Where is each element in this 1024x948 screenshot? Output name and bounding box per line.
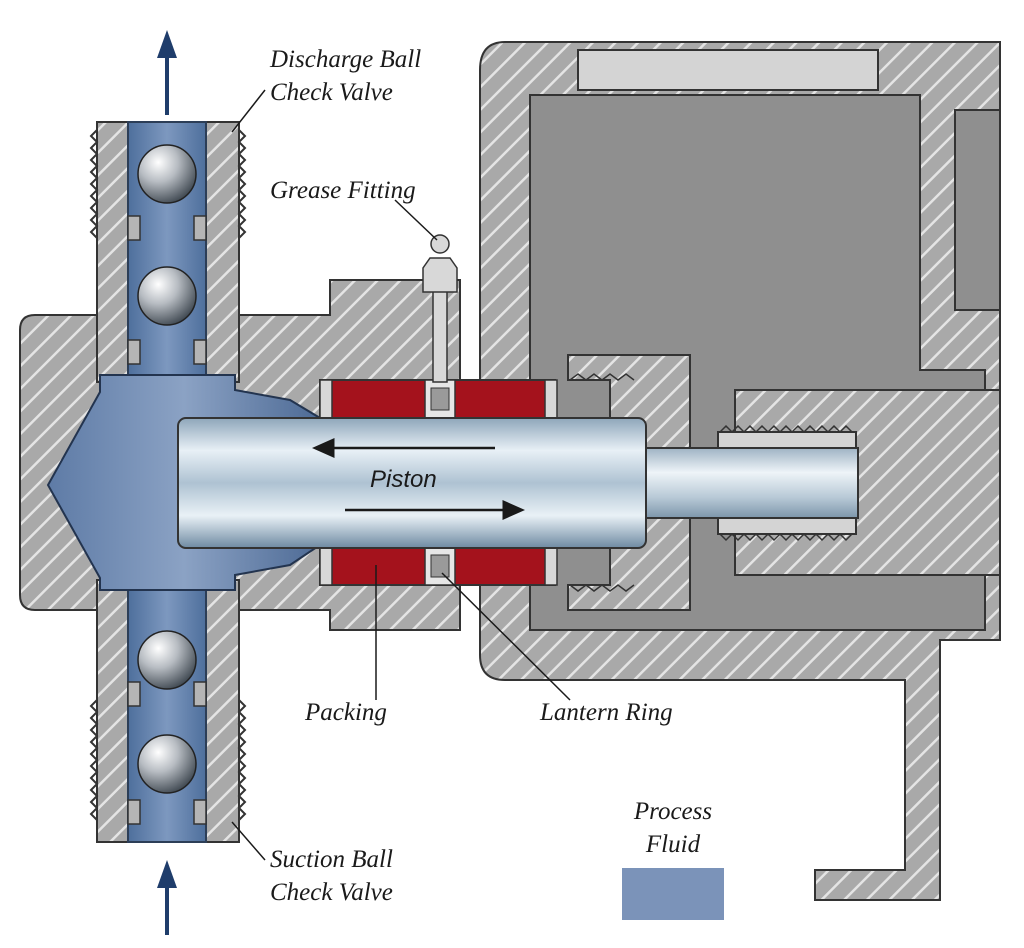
leader-lines (231, 89, 571, 861)
legend-label-line2: Fluid (645, 831, 701, 858)
packing-label: Packing (305, 699, 387, 726)
grease-fitting (422, 234, 458, 383)
legend-process-fluid-swatch (622, 868, 724, 920)
discharge-valve-label-line1: Discharge Ball (270, 46, 422, 73)
suction-valve-label-line2: Check Valve (270, 879, 393, 906)
discharge-flow-arrow (157, 30, 177, 115)
discharge-valve-label-line2: Check Valve (270, 79, 393, 106)
piston (177, 417, 859, 549)
legend-label-line1: Process (633, 798, 713, 825)
discharge-ball-upper (137, 144, 197, 204)
lantern-ring (424, 379, 456, 586)
suction-flow-arrow (157, 860, 177, 935)
suction-ball-lower (137, 734, 197, 794)
suction-ball-upper (137, 630, 197, 690)
suction-valve-label-line1: Suction Ball (270, 846, 393, 873)
discharge-ball-lower (137, 266, 197, 326)
suction-fluid-passage (127, 584, 207, 843)
grease-fitting-label: Grease Fitting (270, 177, 416, 204)
piston-label: Piston (370, 466, 437, 493)
lantern-ring-label: Lantern Ring (540, 699, 673, 726)
valve-seats (127, 215, 207, 825)
